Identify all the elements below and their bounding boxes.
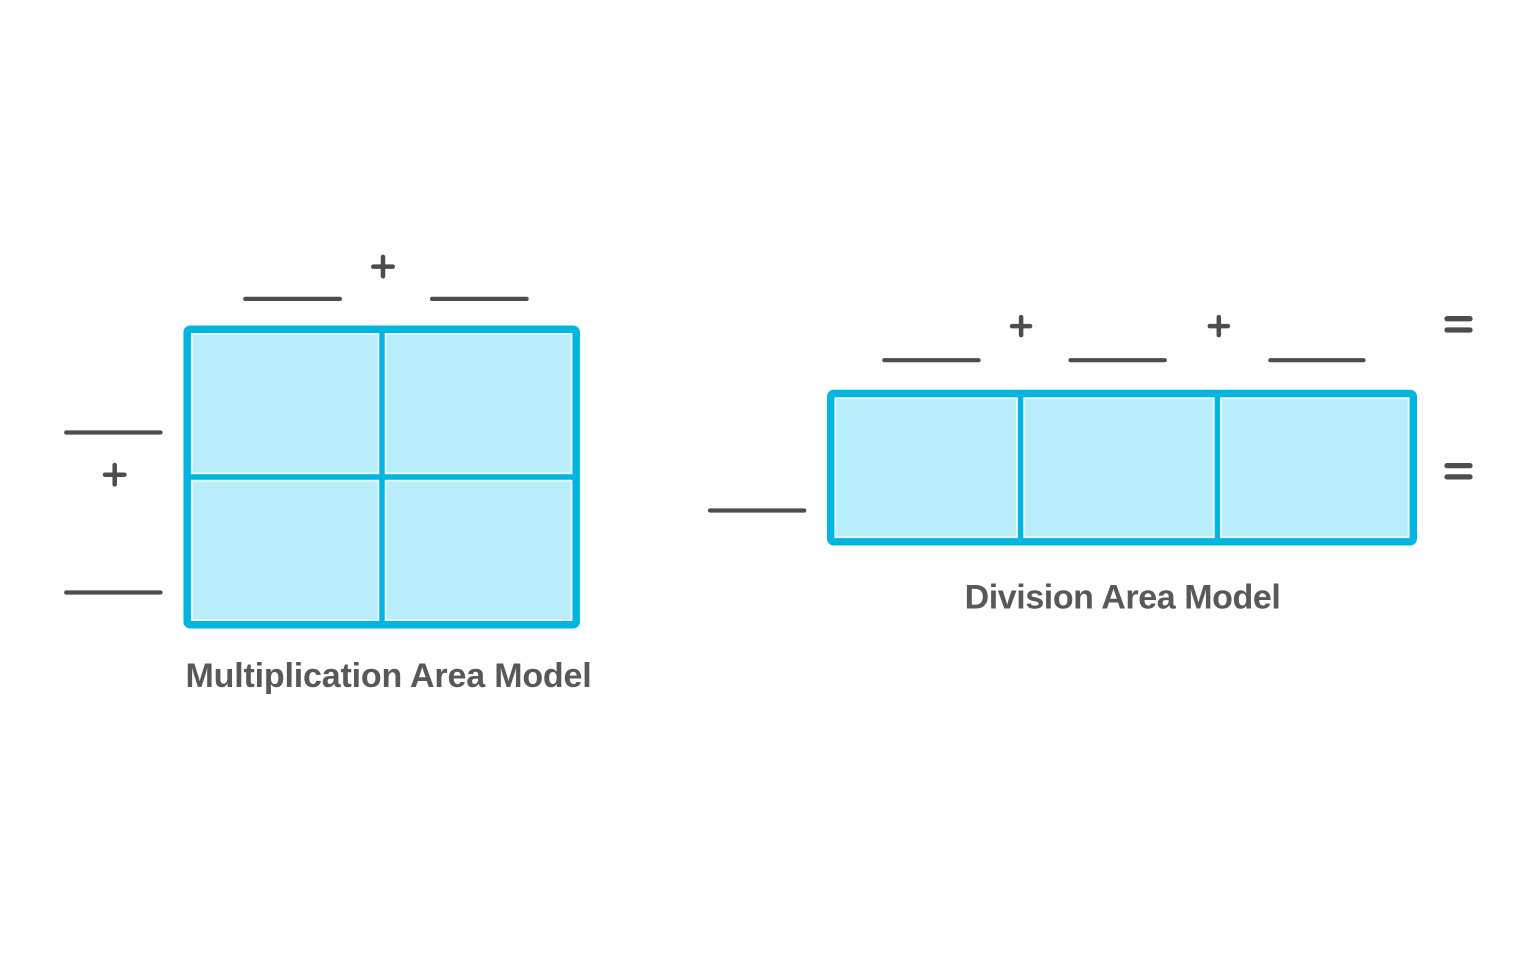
- svg-text:Division Area Model: Division Area Model: [965, 579, 1281, 617]
- svg-text:Multiplication Area Model: Multiplication Area Model: [185, 657, 591, 695]
